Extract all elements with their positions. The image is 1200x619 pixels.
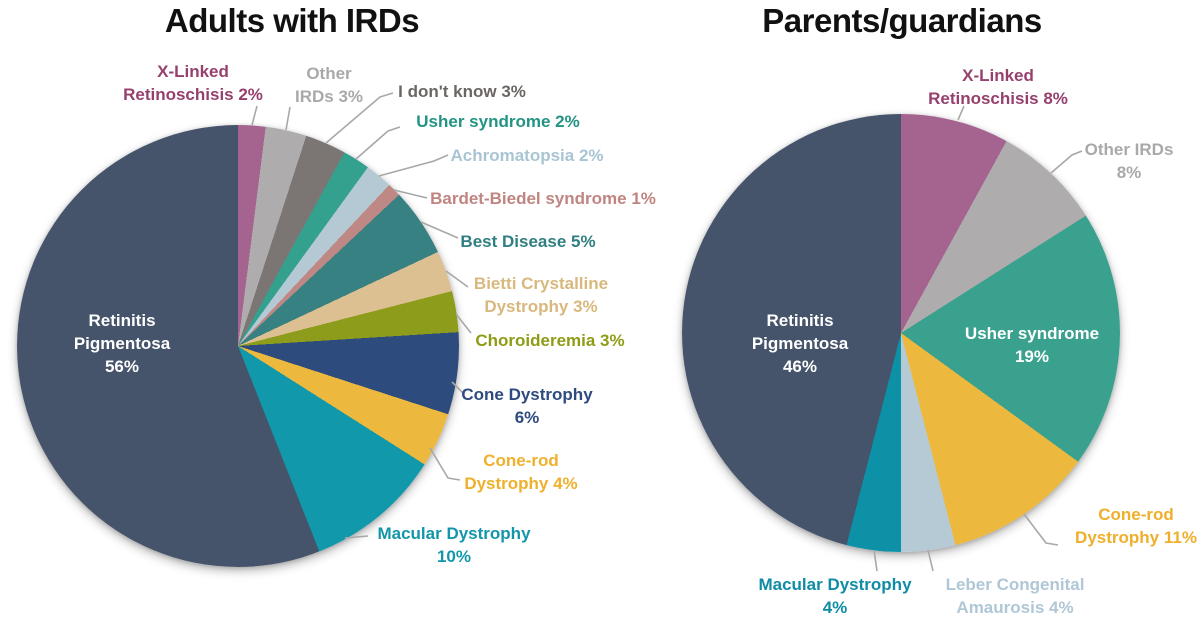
slice-label-achromatopsia: Achromatopsia 2%: [450, 146, 604, 165]
leader-line-other-irds: [1050, 150, 1083, 174]
leader-line-other-irds: [285, 106, 291, 131]
leader-line-x-linked-retinoschisis: [957, 105, 965, 121]
chart-title-parents-guardians: Parents/guardians: [762, 2, 1042, 39]
pie-chart-adults-with-irds: [17, 125, 459, 567]
chart-title-adults-with-irds: Adults with IRDs: [164, 2, 420, 39]
leader-line-i-don-t-know: [325, 92, 394, 144]
pie-chart-parents-guardians: [682, 114, 1120, 552]
slice-label-usher-syndrome: Usher syndrome 2%: [416, 112, 580, 131]
leader-line-macular-dystrophy: [873, 549, 878, 572]
leader-line-cone-rod-dystrophy: [1023, 513, 1059, 546]
leader-line-cone-rod-dystrophy: [429, 447, 461, 481]
slice-label-bardet-biedel-syndrome: Bardet-Biedel syndrome 1%: [430, 189, 656, 208]
leader-line-leber-congenital-amaurosis: [927, 549, 934, 572]
slice-label-best-disease: Best Disease 5%: [460, 232, 596, 251]
leader-line-x-linked-retinoschisis: [251, 105, 258, 126]
slice-label-i-don-t-know: I don't know 3%: [398, 82, 526, 101]
leader-line-usher-syndrome: [355, 126, 401, 160]
slice-label-choroideremia: Choroideremia 3%: [475, 331, 625, 350]
leader-line-achromatopsia: [378, 154, 449, 177]
